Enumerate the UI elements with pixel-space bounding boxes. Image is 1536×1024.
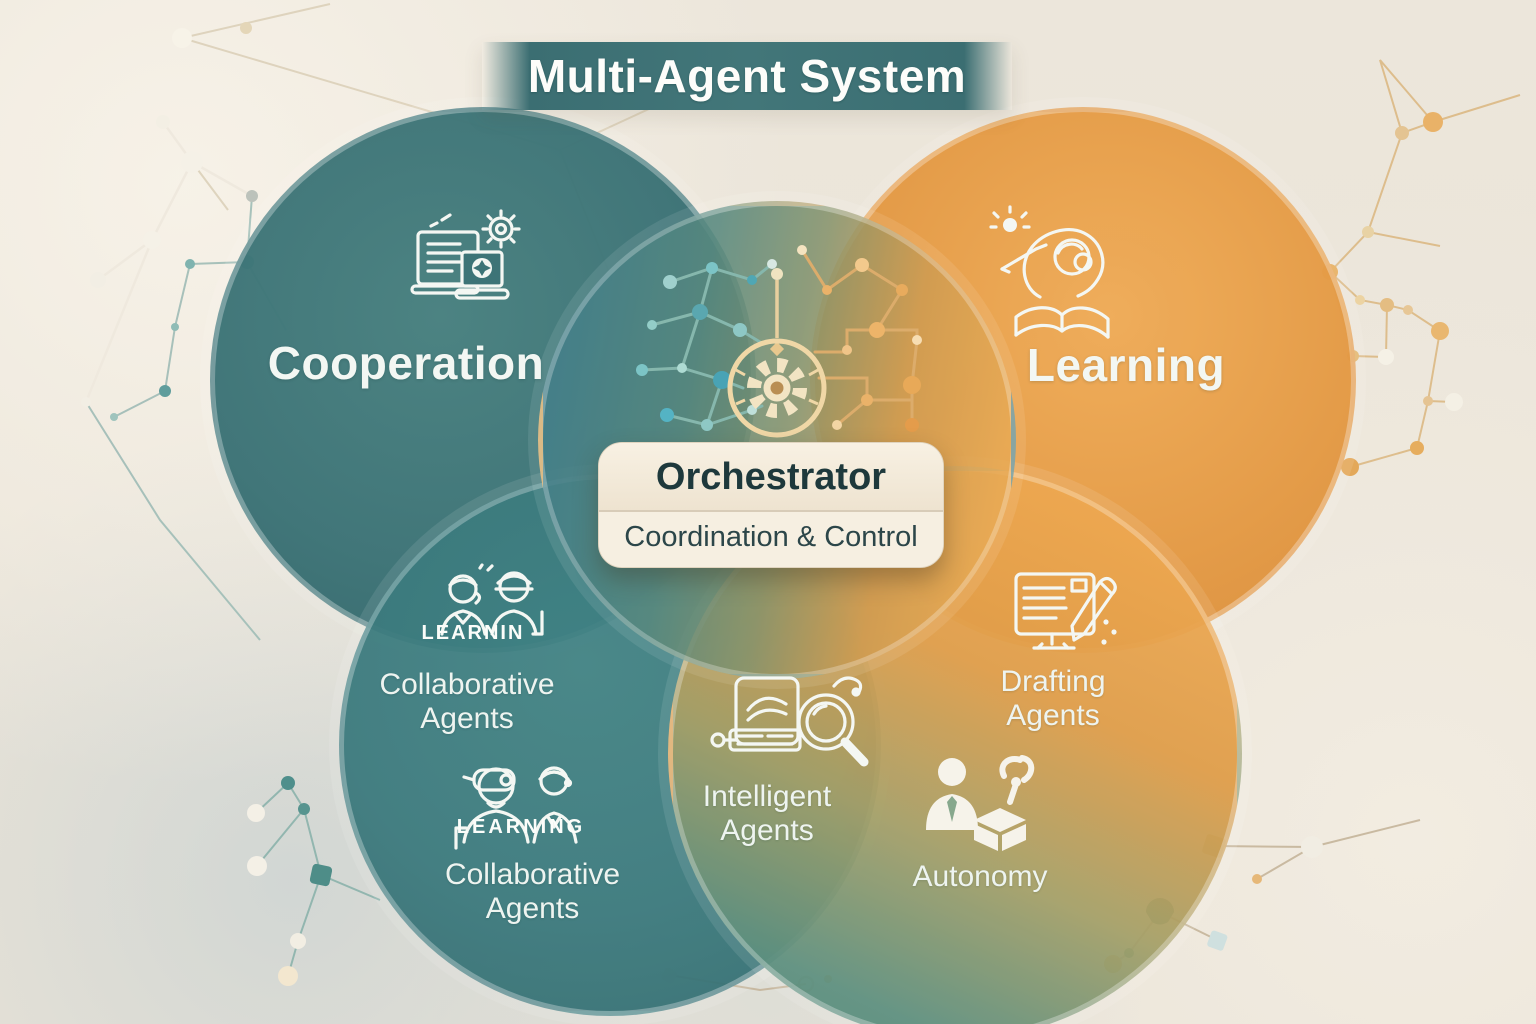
drafting-agents-label: Drafting Agents bbox=[1000, 665, 1106, 732]
collaborative-agents-upper-label: Collaborative Agents bbox=[379, 668, 555, 735]
two-agents-headset-icon bbox=[448, 754, 588, 852]
two-agents-icon bbox=[430, 562, 548, 648]
collaborative-agents-lower-label: Collaborative Agents bbox=[444, 858, 621, 925]
cooperation-label: Cooperation bbox=[267, 337, 545, 389]
orchestrator-subtitle: Coordination & Control bbox=[599, 510, 943, 567]
circuit-brain-gear-icon bbox=[612, 220, 942, 460]
orchestrator-card: Orchestrator Coordination & Control bbox=[598, 442, 944, 568]
lower-agents-caption: LEARNING bbox=[456, 816, 586, 838]
book-magnifier-icon bbox=[706, 664, 876, 782]
intelligent-agents-label: Intelligent Agents bbox=[702, 780, 832, 847]
person-robot-box-icon bbox=[912, 750, 1042, 860]
orchestrator-title: Orchestrator bbox=[599, 443, 943, 510]
title-banner: Multi-Agent System bbox=[482, 42, 1012, 110]
autonomy-label: Autonomy bbox=[912, 860, 1048, 893]
page-title: Multi-Agent System bbox=[527, 50, 967, 102]
monitor-pencil-icon bbox=[1002, 560, 1127, 672]
learning-label: Learning bbox=[1026, 339, 1226, 391]
brain-book-icon bbox=[988, 205, 1138, 340]
laptop-gear-icon bbox=[398, 208, 530, 312]
upper-agents-caption: LEARNIN bbox=[421, 622, 525, 644]
